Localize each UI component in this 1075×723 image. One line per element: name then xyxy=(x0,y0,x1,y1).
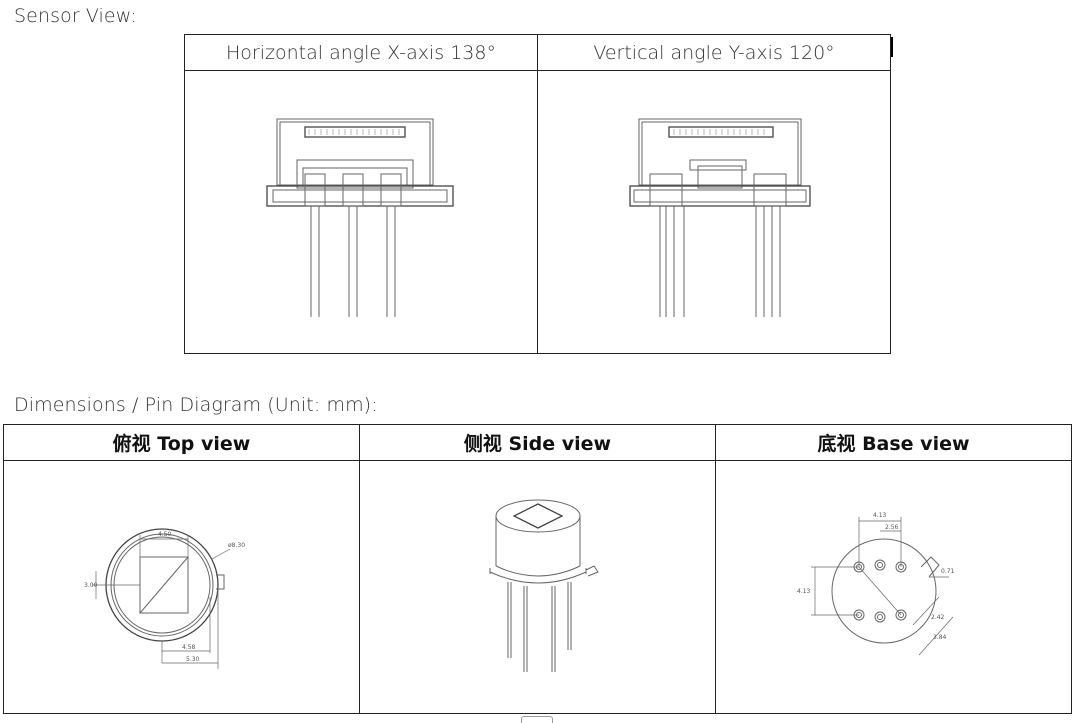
dim-4-13-left: 4.13 xyxy=(797,588,811,595)
dim-4-58: 4.58 xyxy=(182,644,196,651)
side-view-cell xyxy=(359,460,716,714)
dim-2-56: 2.56 xyxy=(885,524,899,531)
horizontal-sensor-drawing xyxy=(266,118,454,318)
dim-3-00: 3.00 xyxy=(84,582,98,589)
page-footer-tab xyxy=(521,716,553,723)
dim-0-71: 0.71 xyxy=(941,568,955,575)
dim-4-50: 4.50 xyxy=(158,531,172,538)
side-view-drawing xyxy=(489,499,599,673)
dim-4-13-top: 4.13 xyxy=(873,512,887,519)
header-side-view: 侧视 Side view xyxy=(359,423,716,462)
text-cursor xyxy=(891,37,893,57)
dim-phi-8-30: ø8.30 xyxy=(228,542,245,549)
base-view-cell: 4.13 2.56 0.71 4.13 2.42 3.84 xyxy=(715,460,1072,714)
vertical-view-cell xyxy=(537,70,891,354)
dimensions-heading: Dimensions / Pin Diagram (Unit: mm): xyxy=(14,394,378,416)
dimensions-table: 俯视 Top view 侧视 Side view 底视 Base view 4.… xyxy=(3,423,1072,714)
dim-3-84: 3.84 xyxy=(933,634,947,641)
vertical-sensor-drawing xyxy=(629,118,811,318)
dim-5-30: 5.30 xyxy=(186,656,200,663)
header-top-view: 俯视 Top view xyxy=(3,423,360,462)
header-horizontal-angle: Horizontal angle X-axis 138° xyxy=(184,33,538,72)
sensor-view-table: Horizontal angle X-axis 138° Vertical an… xyxy=(184,33,891,354)
dim-2-42: 2.42 xyxy=(931,614,945,621)
horizontal-view-cell xyxy=(184,70,538,354)
header-base-view: 底视 Base view xyxy=(715,423,1072,462)
top-view-drawing: 4.50 ø8.30 3.00 4.58 5.30 xyxy=(84,528,245,670)
top-view-cell: 4.50 ø8.30 3.00 4.58 5.30 xyxy=(3,460,360,714)
base-view-drawing: 4.13 2.56 0.71 4.13 2.42 3.84 xyxy=(797,512,955,656)
sensor-view-heading: Sensor View: xyxy=(14,5,137,27)
header-vertical-angle: Vertical angle Y-axis 120° xyxy=(537,33,891,72)
